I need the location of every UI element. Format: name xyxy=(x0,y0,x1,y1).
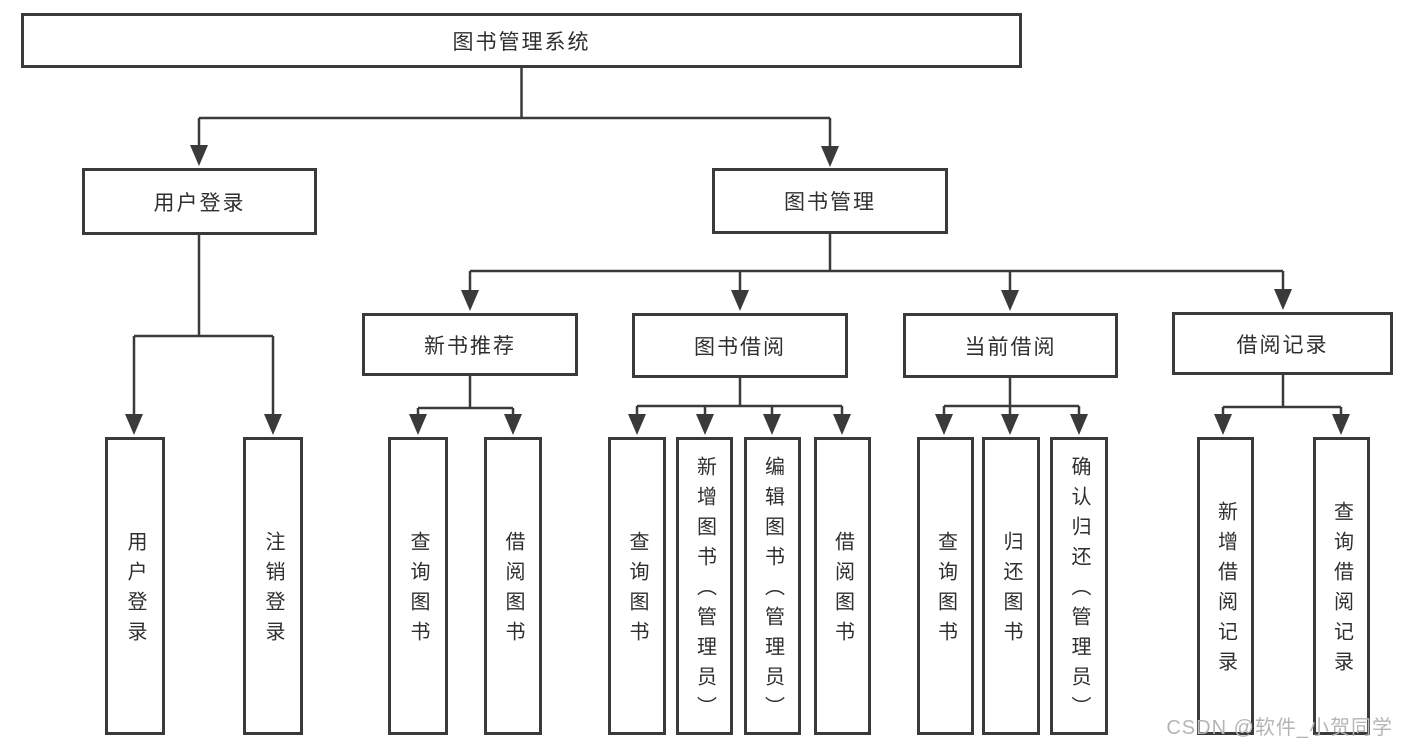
leaf-label: 确认归还（管理员） xyxy=(1068,456,1090,726)
leaf-confirm-return-admin: 确认归还（管理员） xyxy=(1050,437,1108,735)
leaf-label: 查询借阅记录 xyxy=(1330,501,1353,681)
leaf-query-borrow-record: 查询借阅记录 xyxy=(1313,437,1370,735)
leaf-label: 新增图书（管理员） xyxy=(693,456,716,726)
node-current-borrowing: 当前借阅 xyxy=(903,313,1118,378)
leaf-query-books-current: 查询图书 xyxy=(917,437,974,735)
leaf-label: 查询图书 xyxy=(626,531,648,651)
leaf-edit-book-admin: 编辑图书（管理员） xyxy=(744,437,801,735)
leaf-label: 查询图书 xyxy=(407,531,429,651)
node-user-login: 用户登录 xyxy=(82,168,317,235)
leaf-label: 归还图书 xyxy=(1000,531,1022,651)
arrowheads xyxy=(125,145,1350,435)
node-new-book-recommendation: 新书推荐 xyxy=(362,313,578,376)
leaf-logout: 注销登录 xyxy=(243,437,303,735)
leaf-query-books-newbook: 查询图书 xyxy=(388,437,448,735)
leaf-add-book-admin: 新增图书（管理员） xyxy=(676,437,733,735)
leaf-label: 用户登录 xyxy=(124,531,146,651)
node-book-borrowing: 图书借阅 xyxy=(632,313,848,378)
csdn-watermark: CSDN @软件_小贺同学 xyxy=(1166,717,1393,739)
leaf-label: 编辑图书（管理员） xyxy=(761,456,784,726)
leaf-query-books-borrowing: 查询图书 xyxy=(608,437,666,735)
node-borrowing-records: 借阅记录 xyxy=(1172,312,1393,375)
leaf-label: 借阅图书 xyxy=(502,531,524,651)
node-book-management-system: 图书管理系统 xyxy=(21,13,1022,68)
leaf-borrow-books-borrowing: 借阅图书 xyxy=(814,437,871,735)
leaf-label: 新增借阅记录 xyxy=(1214,501,1237,681)
leaf-add-borrow-record: 新增借阅记录 xyxy=(1197,437,1254,735)
leaf-label: 注销登录 xyxy=(262,531,284,651)
leaf-label: 查询图书 xyxy=(934,531,957,651)
node-book-management: 图书管理 xyxy=(712,168,948,234)
leaf-label: 借阅图书 xyxy=(831,531,854,651)
leaf-return-book: 归还图书 xyxy=(982,437,1040,735)
leaf-borrow-books-newbook: 借阅图书 xyxy=(484,437,542,735)
leaf-user-login: 用户登录 xyxy=(105,437,165,735)
